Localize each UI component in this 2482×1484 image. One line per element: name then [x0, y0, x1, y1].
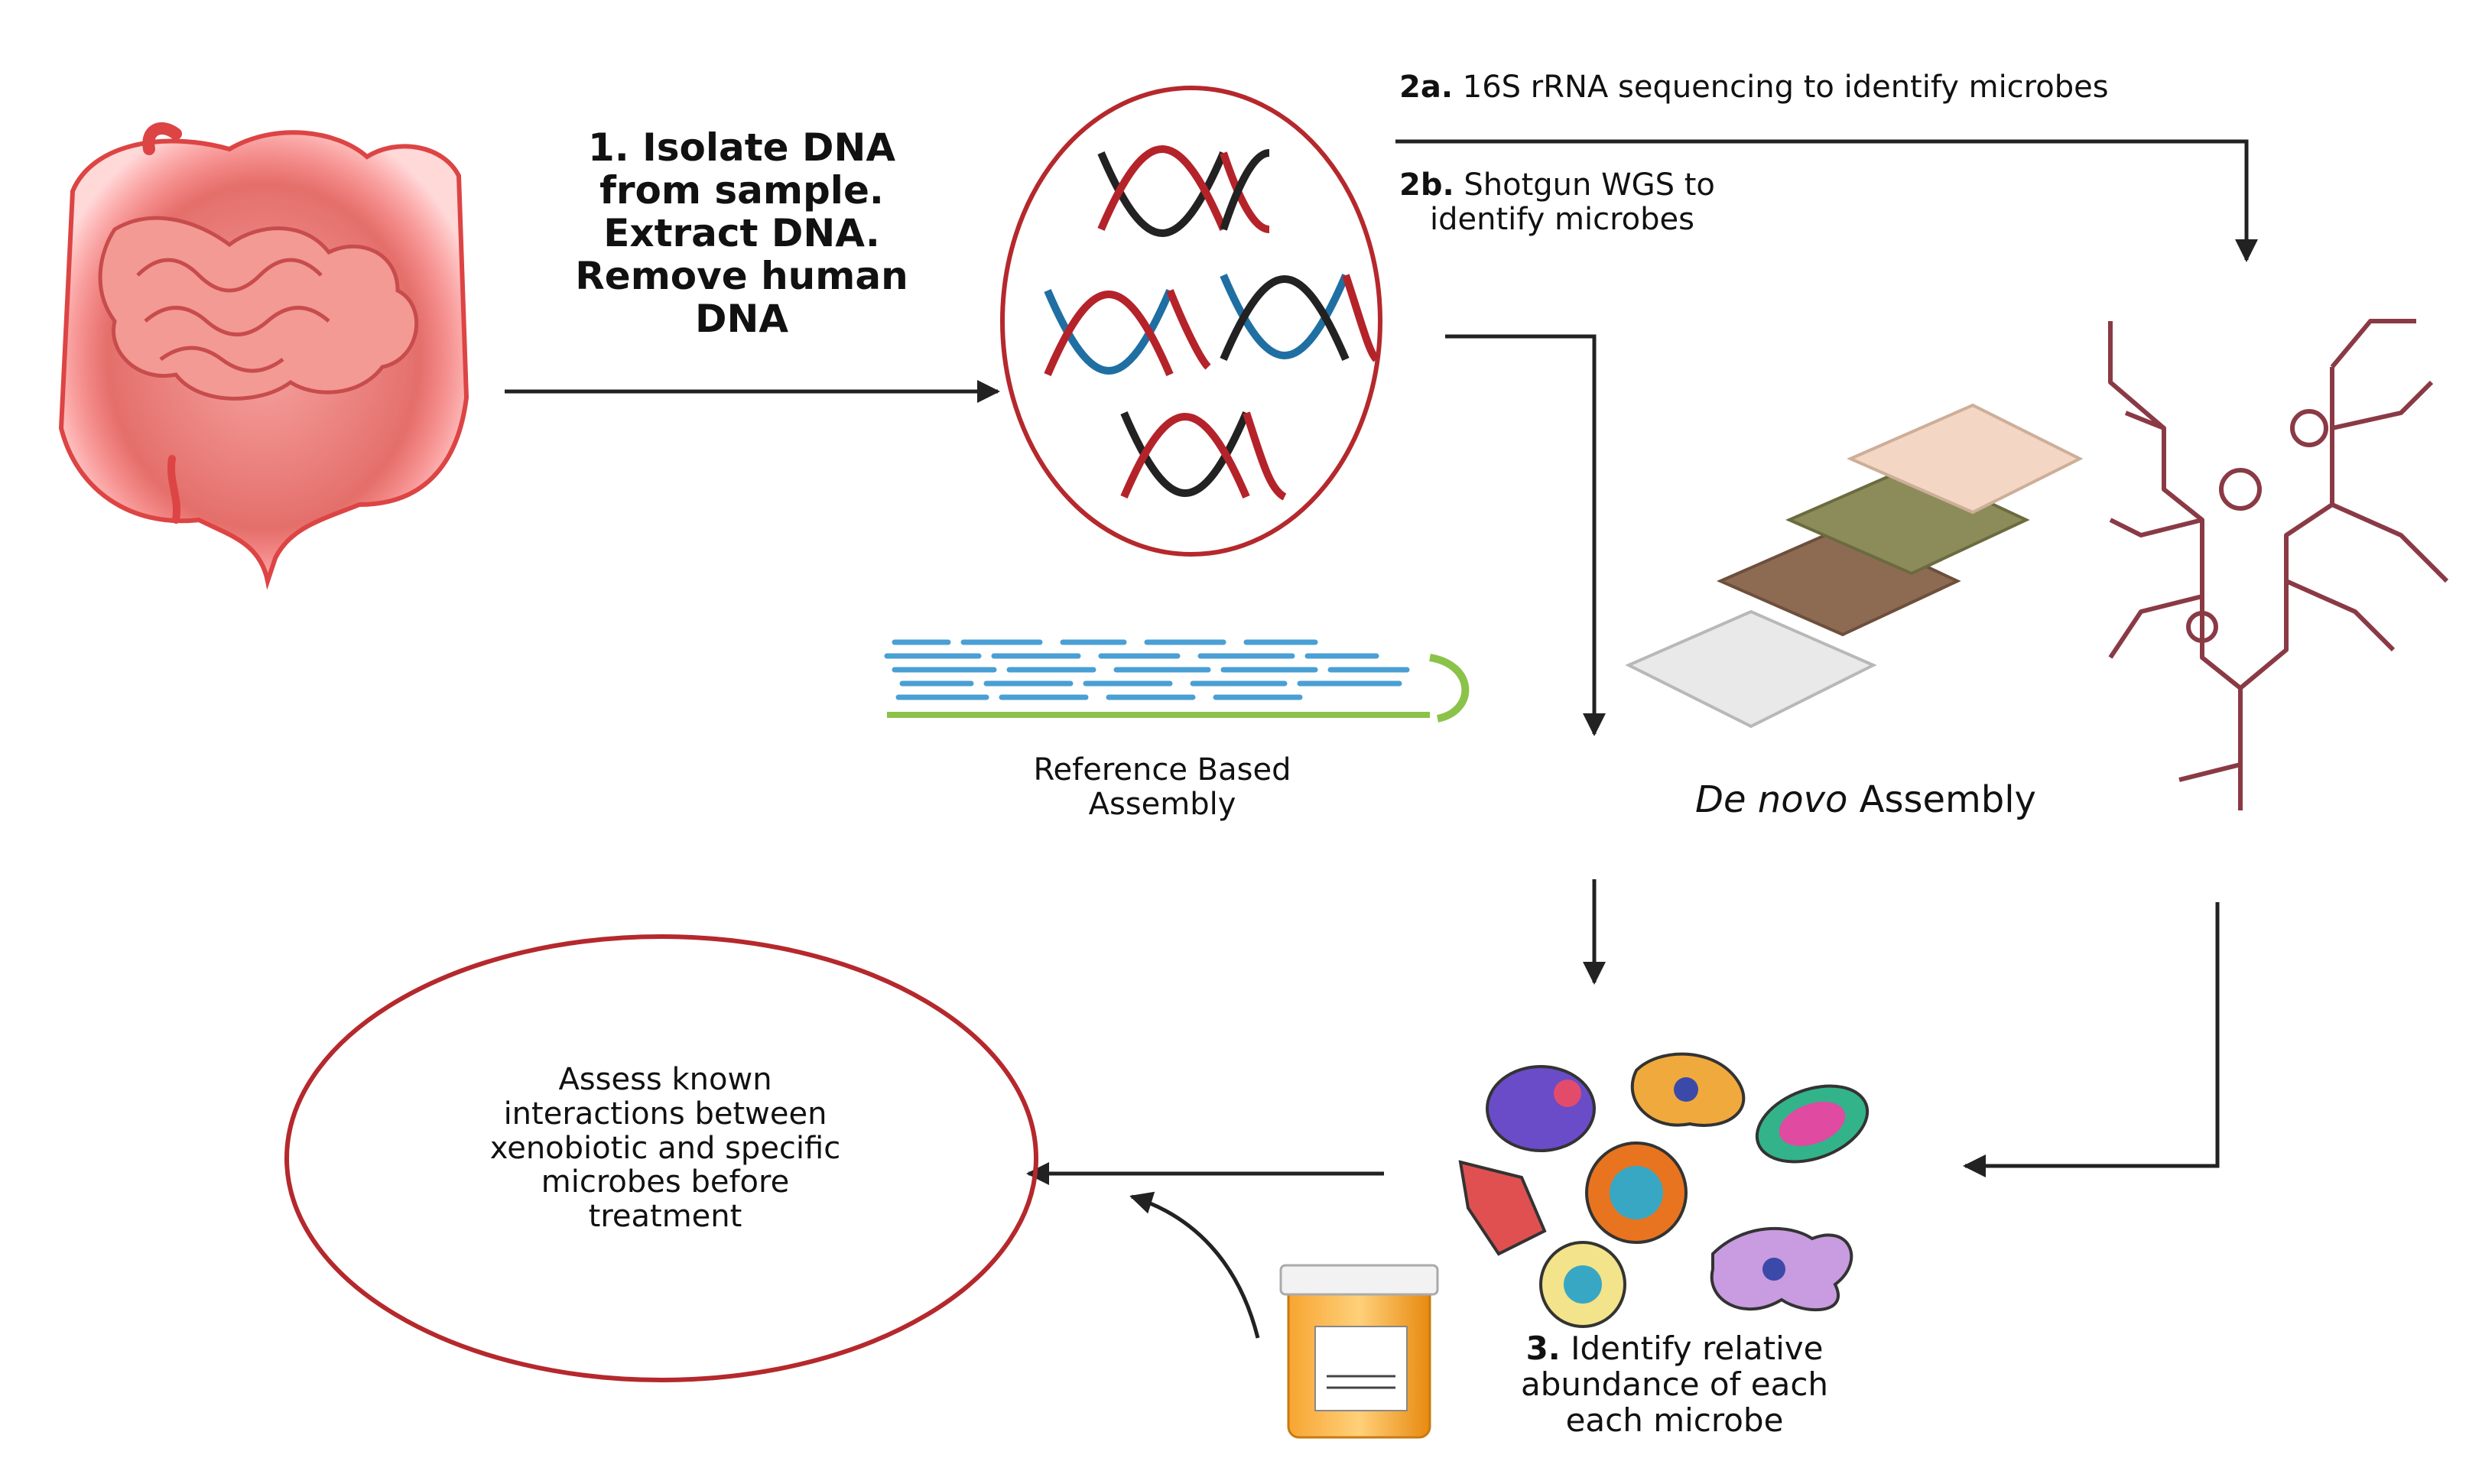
denovo-italic: De novo	[1695, 778, 1848, 821]
arrow-16s-to-microbes	[1963, 902, 2220, 1177]
rna-secondary-structure-icon	[2108, 319, 2449, 810]
reference-line2: Assembly	[1088, 786, 1236, 822]
dna-helix-icon	[1044, 145, 1379, 501]
step3-line3: each microbe	[1565, 1401, 1784, 1440]
step2b-label: 2b. Shotgun WGS to identify microbes	[1399, 168, 1873, 237]
step1-label: 1. Isolate DNA from sample. Extract DNA.…	[489, 126, 994, 340]
step2b-number: 2b.	[1399, 167, 1454, 203]
step1-line1: Isolate DNA	[642, 125, 896, 170]
assess-line1: Assess known	[558, 1062, 772, 1097]
denovo-rest: Assembly	[1847, 778, 2036, 821]
step3-line2: abundance of each	[1520, 1365, 1829, 1404]
arrow-16s	[1395, 139, 2258, 262]
assess-line4: microbes before	[541, 1164, 790, 1200]
step2a-number: 2a.	[1399, 70, 1454, 105]
sequence-reads-icon	[884, 639, 1470, 723]
reference-line1: Reference Based	[1033, 752, 1291, 787]
step1-line2: from sample.	[599, 168, 884, 213]
microbe-icon	[1458, 1052, 1870, 1328]
step3-number: 3.	[1525, 1330, 1561, 1367]
reference-label: Reference Based Assembly	[933, 753, 1392, 822]
assess-line2: interactions between	[503, 1096, 827, 1132]
assembly-plates-icon	[1625, 403, 2084, 729]
denovo-label: De novo Assembly	[1613, 778, 2118, 821]
step2b-line1: Shotgun WGS to	[1464, 167, 1715, 203]
assess-label: Assess known interactions between xenobi…	[428, 1063, 902, 1234]
step1-line5: DNA	[694, 297, 789, 341]
arrow-shotgun	[1445, 334, 1606, 736]
intestine-icon	[58, 122, 469, 590]
assess-line5: treatment	[588, 1199, 742, 1235]
assess-ellipse	[284, 934, 1038, 1382]
step3-label: 3. Identify relative abundance of each e…	[1438, 1330, 1912, 1438]
pill-bottle-icon	[1279, 1264, 1439, 1439]
step1-line4: Remove human	[575, 254, 908, 298]
arrow-drug-curve	[1129, 1191, 1260, 1339]
step3-line1: Identify relative	[1571, 1330, 1824, 1367]
step1-line3: Extract DNA.	[603, 211, 880, 255]
step2a-text: 16S rRNA sequencing to identify microbes	[1462, 70, 2109, 105]
step2b-line2: identify microbes	[1430, 201, 1694, 237]
step1-number: 1.	[587, 125, 629, 170]
step2a-label: 2a. 16S rRNA sequencing to identify micr…	[1399, 70, 2240, 105]
dna-sample-ellipse	[1000, 86, 1382, 557]
assess-line3: xenobiotic and specific	[489, 1130, 841, 1166]
